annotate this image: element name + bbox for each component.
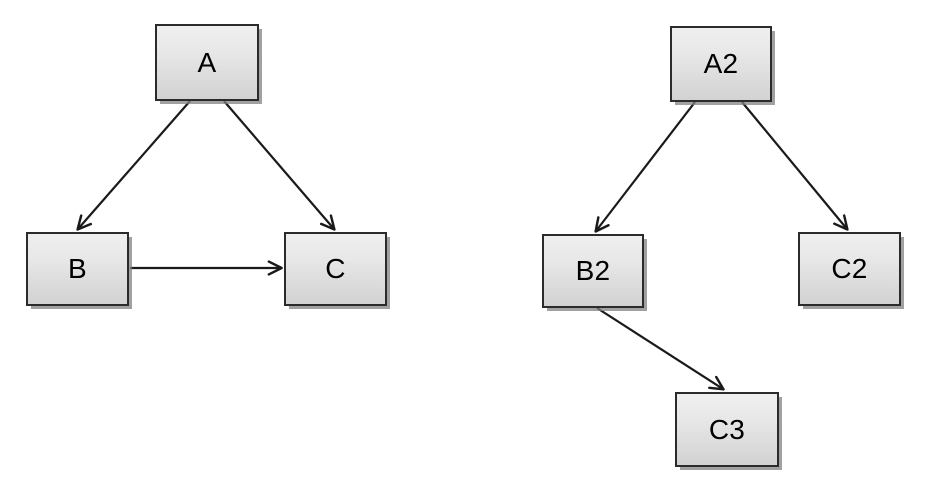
- node-label-a2: A2: [703, 48, 739, 79]
- node-b2[interactable]: B2: [542, 234, 644, 308]
- node-a2[interactable]: A2: [670, 26, 772, 102]
- node-label-b: B: [68, 253, 87, 284]
- node-label-b2: B2: [575, 255, 611, 286]
- edge-b2-to-c3: [596, 307, 725, 391]
- edge-a-to-b: [76, 100, 191, 231]
- node-b[interactable]: B: [26, 232, 129, 306]
- node-c3[interactable]: C3: [675, 392, 779, 467]
- edge-a2-to-c2: [741, 101, 849, 231]
- node-label-c: C: [325, 253, 346, 284]
- edge-a-to-c: [223, 100, 336, 231]
- node-label-c2: C2: [831, 253, 868, 284]
- edges-group: [76, 100, 849, 391]
- node-label-a: A: [197, 46, 217, 78]
- node-a[interactable]: A: [155, 24, 259, 101]
- edge-a2-to-b2: [594, 101, 696, 233]
- node-c[interactable]: C: [284, 232, 387, 306]
- node-label-c3: C3: [708, 413, 746, 445]
- node-c2[interactable]: C2: [798, 232, 901, 306]
